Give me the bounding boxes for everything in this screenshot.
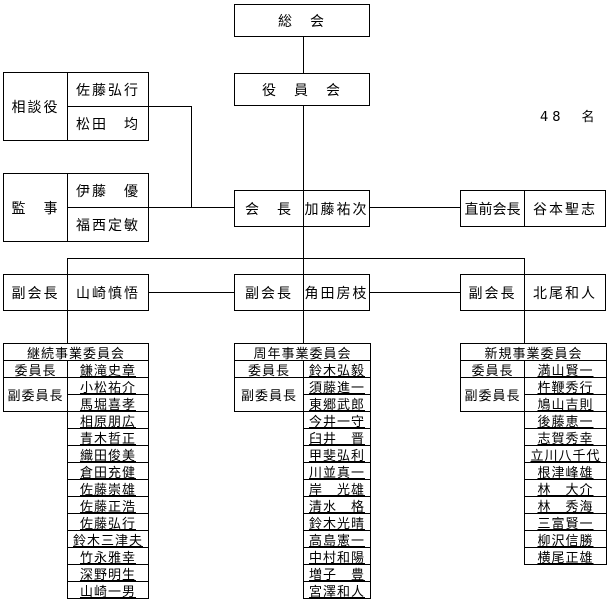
vice-chair-label: 副委員長 <box>234 377 304 412</box>
member-name: 臼井 晋 <box>303 428 371 447</box>
member-name: 織田俊美 <box>67 445 149 464</box>
member-name: 増子 豊 <box>303 564 371 583</box>
advisors-label: 相談役 <box>3 72 68 141</box>
vice-president-label: 副会長 <box>3 274 68 311</box>
member-name: 佐藤正浩 <box>67 496 149 515</box>
vice-chair-name: 馬堀喜孝 <box>67 394 149 413</box>
committee-title: 新規事業委員会 <box>460 343 607 362</box>
connector <box>303 226 304 275</box>
member-name: 横尾正雄 <box>524 547 607 566</box>
member-name: 高島憲一 <box>303 530 371 549</box>
member-name: 根津峰雄 <box>524 462 607 481</box>
connector <box>303 105 304 191</box>
connector <box>303 310 304 344</box>
member-name: 宮澤和人 <box>303 581 371 600</box>
member-name: 佐藤弘行 <box>67 513 149 532</box>
vice-president-name: 北尾和人 <box>524 274 606 311</box>
member-name: 鈴木三津夫 <box>67 530 149 549</box>
member-name: 柳沢信勝 <box>524 530 607 549</box>
auditor-name: 福西定敏 <box>67 207 149 242</box>
advisor-name: 松田 均 <box>67 106 149 141</box>
member-count: 48 名 <box>540 110 599 125</box>
member-name: 川並真一 <box>303 462 371 481</box>
connector <box>191 106 192 208</box>
vice-chair-name: 須藤進一 <box>303 377 371 396</box>
auditor-name: 伊藤 優 <box>67 173 149 208</box>
vice-president-name: 角田房枝 <box>303 274 370 311</box>
past-president-label: 直前会長 <box>460 190 525 227</box>
member-name: 深野明生 <box>67 564 149 583</box>
member-name: 竹永雅幸 <box>67 547 149 566</box>
chair-name: 満山賢一 <box>524 360 607 379</box>
member-name: 清水 格 <box>303 496 371 515</box>
member-name: 今井一守 <box>303 411 371 430</box>
connector <box>67 310 68 344</box>
connector <box>524 258 525 275</box>
vice-chair-name: 小松祐介 <box>67 377 149 396</box>
member-name: 青木哲正 <box>67 428 149 447</box>
member-name: 後藤恵一 <box>524 411 607 430</box>
vice-chair-name: 鳩山吉則 <box>524 394 607 413</box>
member-name: 林 秀海 <box>524 496 607 515</box>
vice-president-name: 山崎慎悟 <box>67 274 149 311</box>
member-name: 立川八千代 <box>524 445 607 464</box>
member-name: 鈴木光晴 <box>303 513 371 532</box>
connector <box>148 207 235 208</box>
vice-president-label: 副会長 <box>460 274 525 311</box>
member-name: 志賀秀幸 <box>524 428 607 447</box>
member-name: 林 大介 <box>524 479 607 498</box>
president-name: 加藤祐次 <box>303 190 370 227</box>
member-name: 相原朋広 <box>67 411 149 430</box>
president-label: 会 長 <box>234 190 304 227</box>
member-name: 甲斐弘利 <box>303 445 371 464</box>
board-box: 役 員 会 <box>234 73 370 106</box>
connector <box>148 292 235 293</box>
member-name: 佐藤崇雄 <box>67 479 149 498</box>
chair-label: 委員長 <box>3 360 68 379</box>
chair-label: 委員長 <box>234 360 304 379</box>
committee-title: 継続事業委員会 <box>3 343 149 362</box>
advisor-name: 佐藤弘行 <box>67 72 149 107</box>
committee-title: 周年事業委員会 <box>234 343 371 362</box>
past-president-name: 谷本聖志 <box>524 190 606 227</box>
vice-chair-label: 副委員長 <box>460 377 525 412</box>
chair-name: 鈴木弘毅 <box>303 360 371 379</box>
connector <box>370 207 461 208</box>
connector <box>67 258 525 259</box>
auditors-label: 監 事 <box>3 173 68 242</box>
vice-president-label: 副会長 <box>234 274 304 311</box>
connector <box>67 258 68 275</box>
connector <box>370 292 461 293</box>
connector <box>303 36 304 74</box>
connector <box>524 310 525 344</box>
connector <box>148 106 191 107</box>
vice-chair-name: 杵鞭秀行 <box>524 377 607 396</box>
general-meeting-box: 総 会 <box>234 4 370 37</box>
vice-chair-name: 東郷武郎 <box>303 394 371 413</box>
member-name: 中村和陽 <box>303 547 371 566</box>
member-name: 三富賢一 <box>524 513 607 532</box>
vice-chair-label: 副委員長 <box>3 377 68 412</box>
member-name: 倉田充健 <box>67 462 149 481</box>
chair-label: 委員長 <box>460 360 525 379</box>
member-name: 山崎一男 <box>67 581 149 600</box>
chair-name: 鎌滝史章 <box>67 360 149 379</box>
member-name: 岸 光雄 <box>303 479 371 498</box>
